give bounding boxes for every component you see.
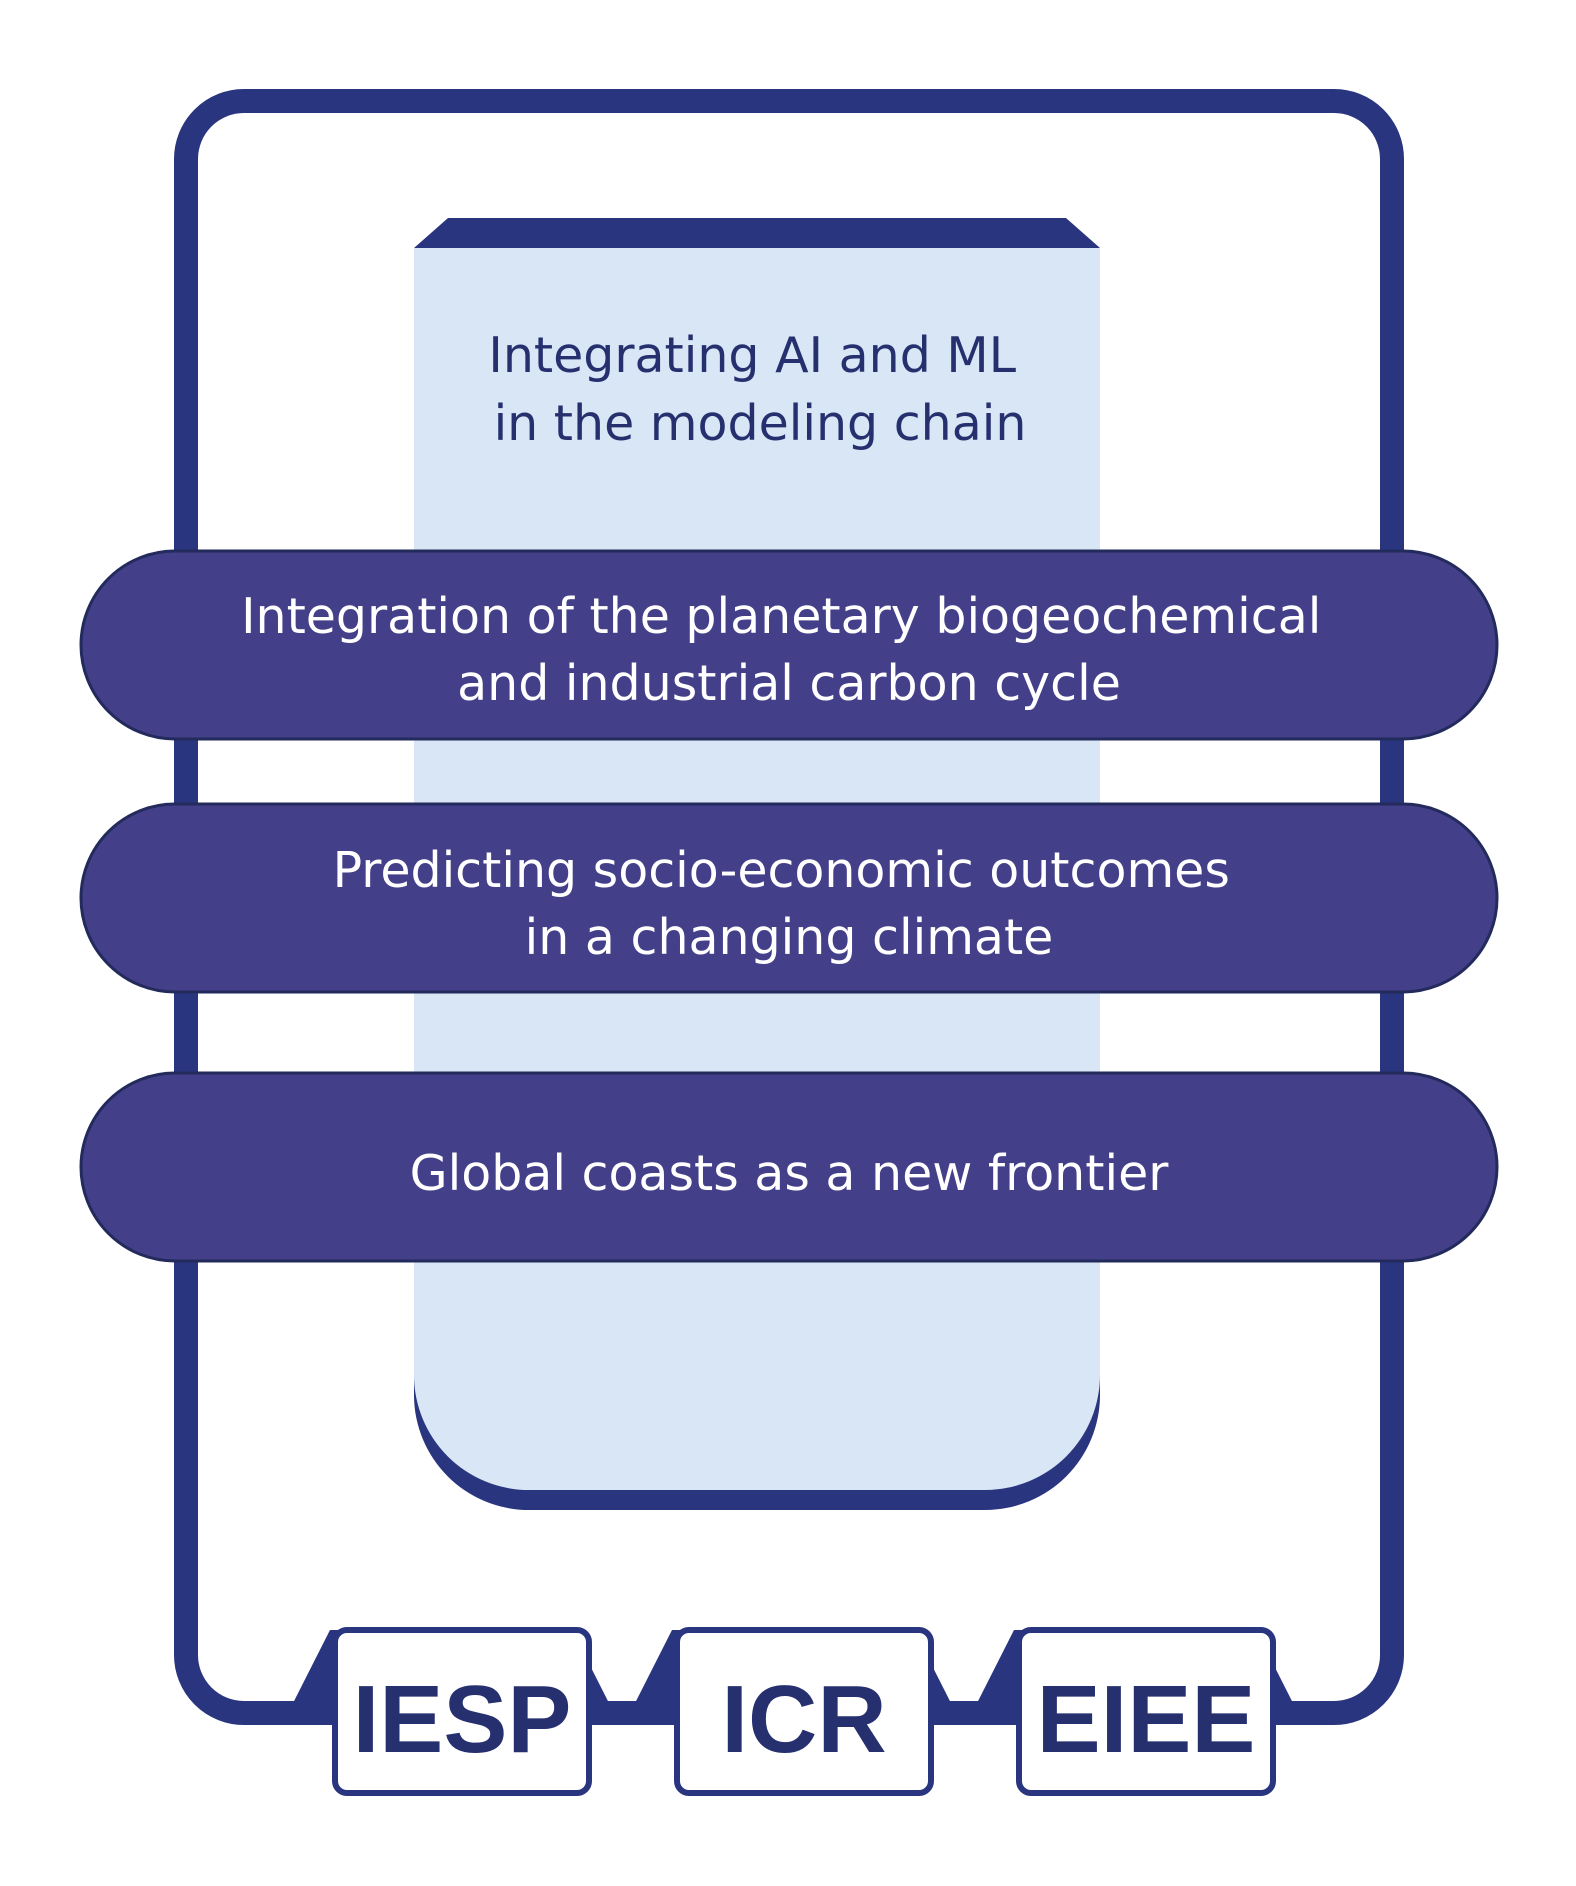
tab-eiee-box xyxy=(1016,1627,1276,1796)
band-carbon-cycle-pill xyxy=(79,549,1499,741)
band-carbon-cycle: Integration of the planetary biogeochemi… xyxy=(79,549,1499,741)
tab-eiee-label: EIEE xyxy=(1037,1666,1256,1773)
tab-icr-label: ICR xyxy=(721,1666,886,1773)
band-global-coasts-pill xyxy=(79,1071,1499,1263)
band-socio-economic-line-1: Predicting socio-economic outcomes xyxy=(333,842,1230,899)
tab-icr-box xyxy=(674,1627,934,1796)
band-socio-economic-line-2: in a changing climate xyxy=(525,909,1054,966)
tab-icr: ICR xyxy=(630,1627,956,1796)
band-global-coasts-label: Global coasts as a new frontier xyxy=(410,1145,1170,1202)
band-global-coasts: Global coasts as a new frontier xyxy=(79,1071,1499,1263)
tab-iesp-box xyxy=(332,1627,592,1796)
panel-top-cap xyxy=(414,218,1100,248)
tab-eiee: EIEE xyxy=(972,1627,1298,1796)
panel-title-line-1: Integrating AI and ML xyxy=(488,327,1016,384)
panel-title: Integrating AI and ML in the modeling ch… xyxy=(488,327,1031,452)
band-carbon-cycle-line-2: and industrial carbon cycle xyxy=(457,655,1121,712)
band-socio-economic: Predicting socio-economic outcomes in a … xyxy=(79,802,1499,994)
band-socio-economic-label: Predicting socio-economic outcomes in a … xyxy=(333,842,1246,966)
band-socio-economic-pill xyxy=(79,802,1499,994)
band-carbon-cycle-label: Integration of the planetary biogeochemi… xyxy=(241,588,1337,712)
band-carbon-cycle-line-1: Integration of the planetary biogeochemi… xyxy=(241,588,1321,645)
panel-title-line-2: in the modeling chain xyxy=(494,395,1027,452)
tab-iesp: IESP xyxy=(288,1627,614,1796)
tab-iesp-label: IESP xyxy=(353,1666,572,1773)
